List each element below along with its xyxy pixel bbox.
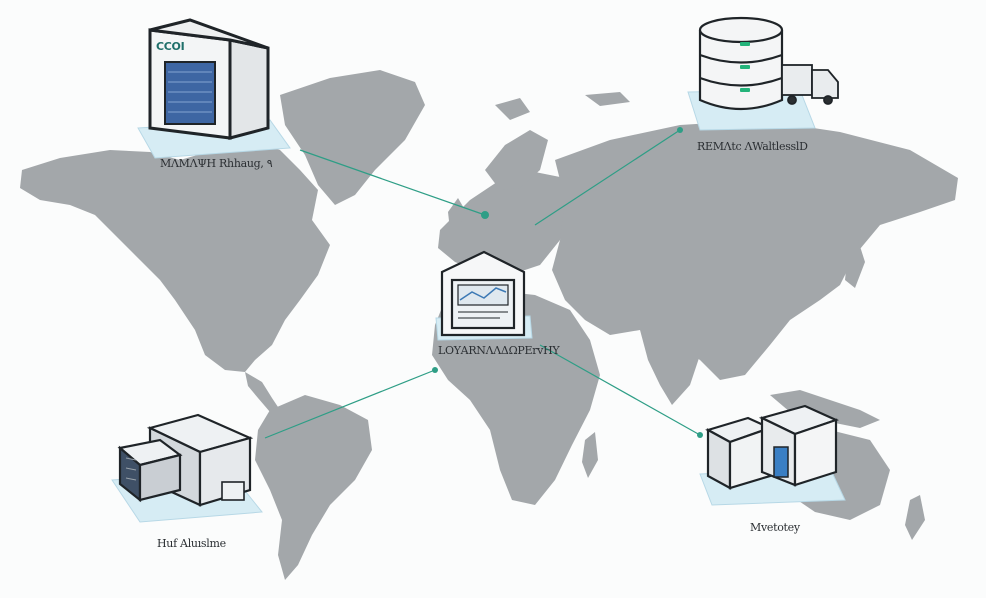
arctic-islands [160, 92, 630, 130]
warehouse-sign: CCOI [156, 40, 185, 53]
india [640, 330, 700, 405]
scandinavia [485, 130, 548, 190]
connector-dot [481, 211, 489, 219]
connector-endpoints [432, 127, 703, 438]
madagascar [582, 432, 598, 478]
japan [845, 240, 865, 288]
connectors [264, 129, 701, 439]
label-top-right: RΕΜΛtc ΛWaltlesslD [697, 140, 808, 153]
label-top-left: ΜΛΜΛΨΗ Rhhaug, ٩ [160, 157, 273, 170]
connector-europe-to-top-right [534, 129, 681, 226]
connector-bottom-left-to-center [264, 369, 436, 439]
africa [432, 290, 600, 505]
connector-dot [432, 367, 438, 373]
connector-top-left-to-europe [299, 149, 486, 216]
europe [438, 172, 570, 275]
new-zealand [905, 495, 925, 540]
label-bottom-right: Mvetotey [750, 521, 800, 534]
label-center: LΟΥΑRΝΛΛΔΩΡΕrvΗΥ [438, 344, 560, 357]
connector-dot [677, 127, 683, 133]
label-bottom-left: Ηuf Αluıslme [157, 537, 226, 550]
greenland [280, 70, 425, 205]
north-america [20, 140, 330, 372]
connector-center-to-bottom-right [539, 344, 701, 436]
central-america [245, 372, 280, 412]
asia [552, 120, 958, 380]
south-america [255, 395, 372, 580]
connector-dot [697, 432, 703, 438]
southeast-asia-islands [770, 390, 880, 428]
